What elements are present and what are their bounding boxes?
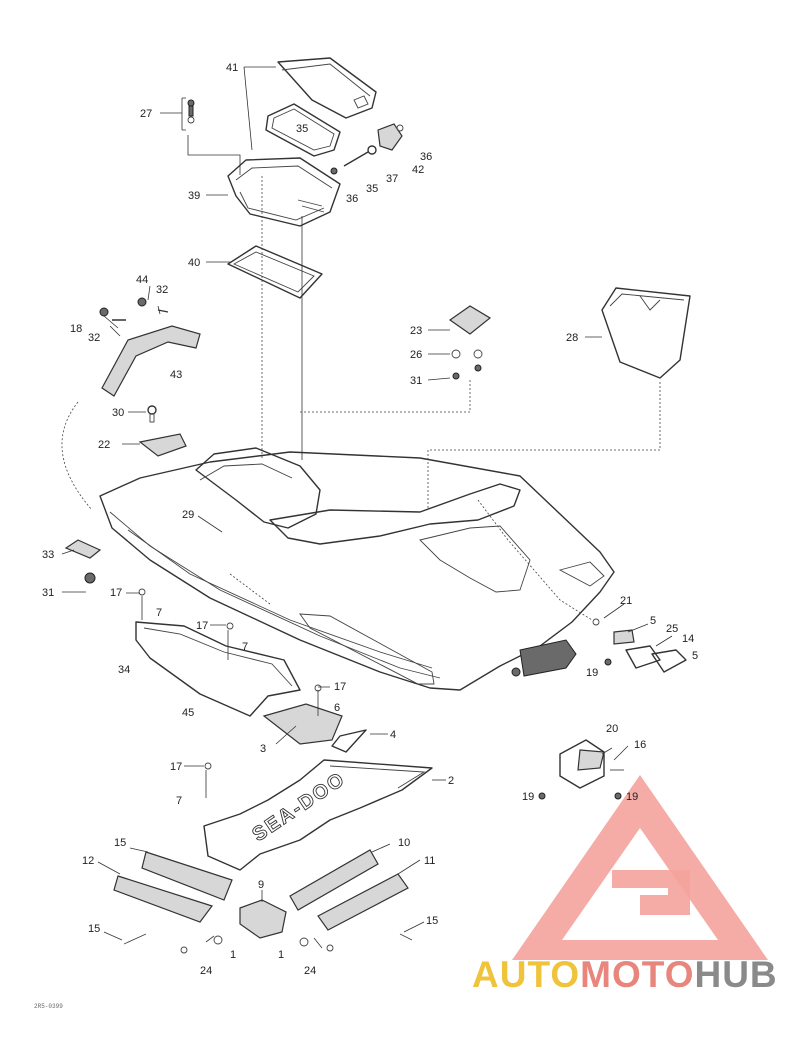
- sponson-right: [289, 849, 409, 931]
- hull-cover-2: [203, 759, 433, 871]
- label-41: 41: [226, 62, 238, 74]
- storage-lid: [277, 57, 377, 119]
- label-22: 22: [98, 439, 110, 451]
- label-32b: 32: [88, 332, 100, 344]
- label-36: 36: [420, 151, 432, 163]
- label-37: 37: [386, 173, 398, 185]
- label-23: 23: [410, 325, 422, 337]
- label-17: 17: [110, 587, 122, 599]
- leader-lines: [61, 66, 673, 941]
- label-35b: 35: [366, 183, 378, 195]
- label-7: 7: [156, 607, 162, 619]
- label-17b: 17: [196, 620, 208, 632]
- label-17d: 17: [170, 761, 182, 773]
- label-30: 30: [112, 407, 124, 419]
- label-12: 12: [82, 855, 94, 867]
- label-15c: 15: [426, 915, 438, 927]
- lid-gasket: [265, 103, 341, 157]
- bracket-22: [138, 433, 187, 457]
- reference-dashes: [61, 176, 661, 621]
- label-17c: 17: [334, 681, 346, 693]
- label-20: 20: [606, 723, 618, 735]
- label-3: 3: [260, 743, 266, 755]
- bin-gasket: [227, 245, 323, 299]
- latch-assembly: [330, 123, 404, 175]
- label-24: 24: [200, 965, 212, 977]
- label-43: 43: [170, 369, 182, 381]
- label-14: 14: [682, 633, 694, 645]
- label-1: 1: [230, 949, 236, 961]
- label-16: 16: [634, 739, 646, 751]
- label-11: 11: [424, 855, 435, 867]
- drawing-code: 2R5-0399: [34, 1003, 63, 1010]
- label-36b: 36: [346, 193, 358, 205]
- label-35: 35: [296, 123, 308, 135]
- part-labels: 41 27 35 36 37 42 35 36 39 40 44 32 18 3…: [42, 62, 698, 977]
- brand-moto: MOTO: [580, 954, 695, 995]
- screw-27: [187, 99, 195, 124]
- hull-logo-text: SEA-DOO: [248, 768, 349, 846]
- label-2: 2: [448, 775, 454, 787]
- label-21: 21: [620, 595, 632, 607]
- label-4: 4: [390, 729, 396, 741]
- label-33: 33: [42, 549, 54, 561]
- label-28: 28: [566, 332, 578, 344]
- label-31: 31: [410, 375, 422, 387]
- label-39: 39: [188, 190, 200, 202]
- label-19: 19: [586, 667, 598, 679]
- intake-plate-34: [135, 621, 301, 717]
- label-19b: 19: [522, 791, 534, 803]
- label-40: 40: [188, 257, 200, 269]
- storage-cup: [601, 287, 691, 379]
- label-1b: 1: [278, 949, 284, 961]
- plug-9: [239, 899, 287, 939]
- motor-assembly-20: [538, 739, 624, 800]
- label-5b: 5: [692, 650, 698, 662]
- label-26: 26: [410, 349, 422, 361]
- plate-3-4: [262, 703, 367, 753]
- bracket-assembly-21: [592, 618, 687, 673]
- label-6: 6: [334, 702, 340, 714]
- brand-auto: AUTO: [472, 954, 581, 995]
- sponson-left: [113, 851, 233, 923]
- bumper-rail: [99, 297, 201, 397]
- label-15b: 15: [88, 923, 100, 935]
- label-34: 34: [118, 664, 130, 676]
- label-42: 42: [412, 164, 424, 176]
- label-19c: 19: [626, 791, 638, 803]
- bracket-23: [448, 305, 492, 380]
- label-44: 44: [136, 274, 148, 286]
- label-10: 10: [398, 837, 410, 849]
- label-15: 15: [114, 837, 126, 849]
- label-45: 45: [182, 707, 194, 719]
- watermark-brand-text: AUTOMOTOHUB: [472, 955, 778, 995]
- brand-hub: HUB: [694, 954, 778, 995]
- label-9: 9: [258, 879, 264, 891]
- bolt-30: [147, 405, 157, 423]
- label-7c: 7: [176, 795, 182, 807]
- bracket-33: [64, 539, 102, 584]
- label-32: 32: [156, 284, 168, 296]
- label-24b: 24: [304, 965, 316, 977]
- storage-bin: [227, 157, 341, 227]
- watermark-logo: [512, 775, 768, 960]
- label-27: 27: [140, 108, 152, 120]
- label-29: 29: [182, 509, 194, 521]
- label-5: 5: [650, 615, 656, 627]
- watercraft-hull: [99, 447, 615, 691]
- label-31b: 31: [42, 587, 54, 599]
- label-18: 18: [70, 323, 82, 335]
- label-7b: 7: [242, 641, 248, 653]
- fasteners: [123, 588, 413, 954]
- label-25: 25: [666, 623, 678, 635]
